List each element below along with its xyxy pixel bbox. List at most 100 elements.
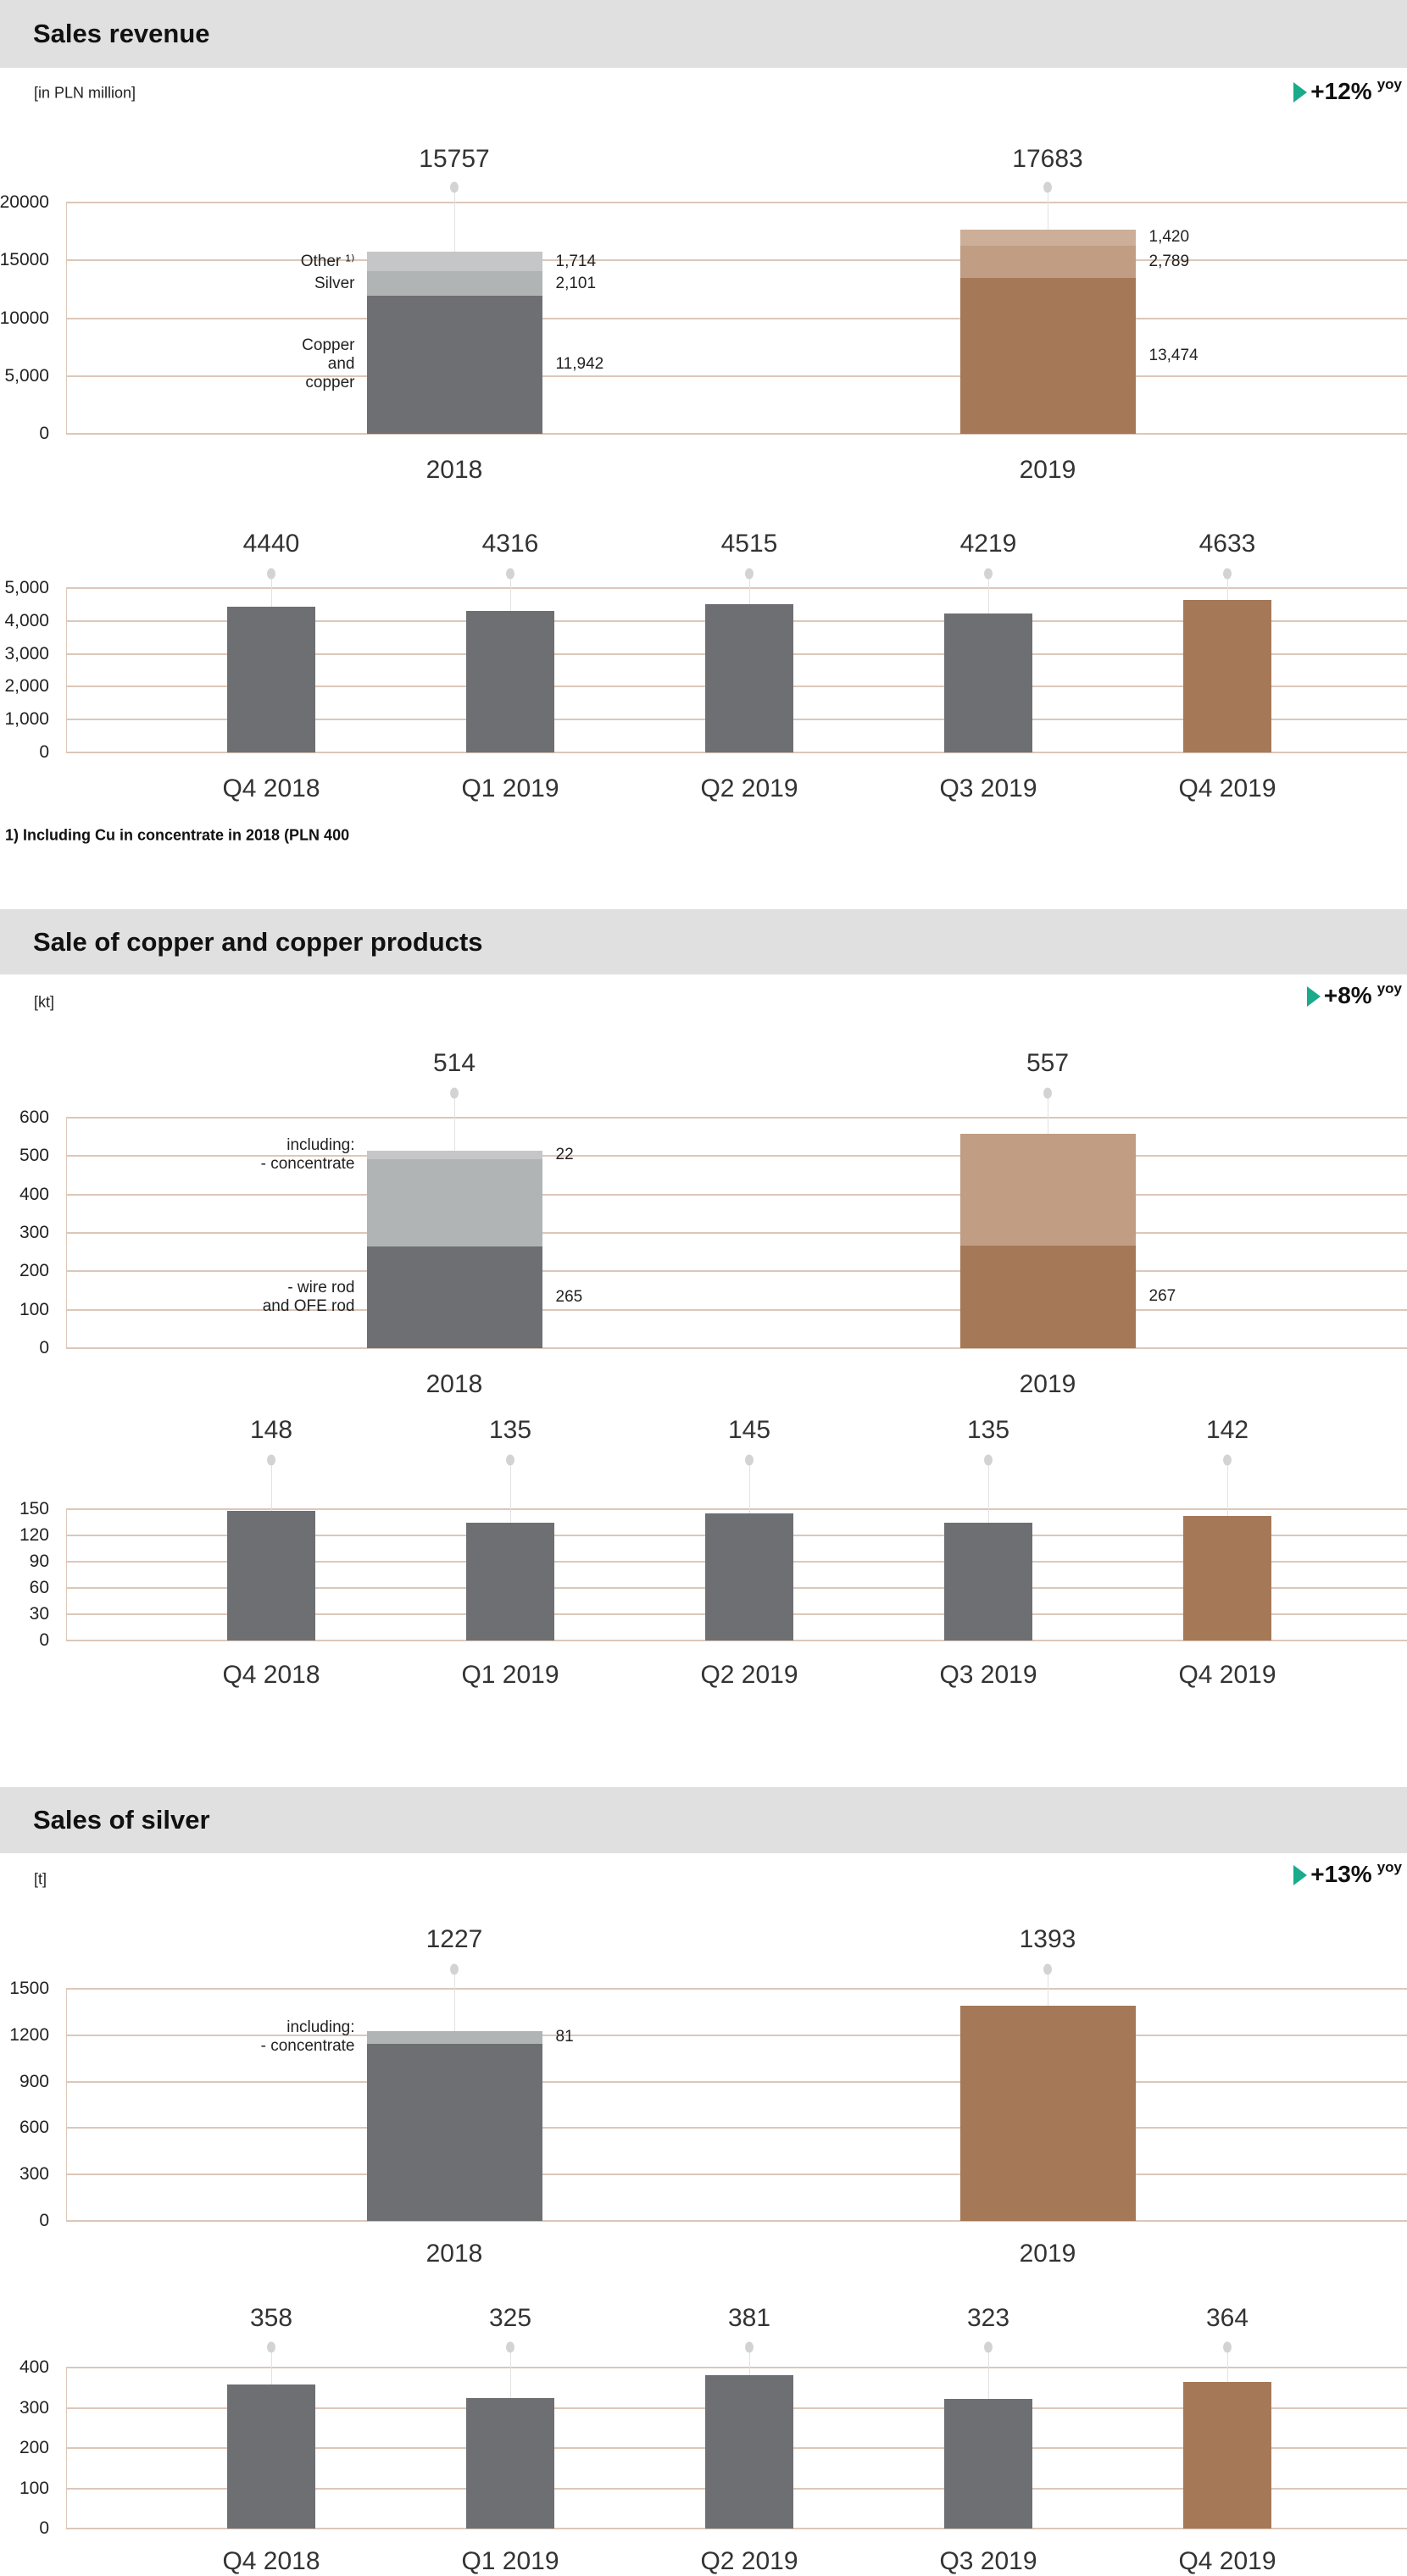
leader-line [1227,574,1228,601]
bar-segment [944,1522,1032,1641]
bar-total-label: 4219 [959,530,1017,558]
gridline [66,433,1407,435]
bar-segment [959,1245,1136,1348]
y-tick-label: 300 [19,1223,49,1242]
unit-label: [kt] [34,993,55,1011]
bar-segment [227,1511,315,1641]
x-category-label: Q4 2019 [1178,774,1276,802]
x-category-label: 2018 [425,1370,483,1398]
bar-segment [366,1158,542,1246]
bar-segment [1183,600,1271,752]
gridline [66,2220,1407,2222]
leader-line [749,1460,750,1514]
leader-line [749,574,750,604]
bar-segment [466,1522,554,1641]
bar-segment [366,1246,542,1348]
x-category-label: Q4 2018 [222,2547,320,2575]
x-category-label: Q4 2018 [222,1661,320,1689]
leader-line [1227,1460,1228,1517]
leader-dot [1223,568,1232,580]
bar-segment [959,246,1136,279]
yoy-suffix: yoy [1376,76,1402,92]
segment-value-label: 81 [555,2028,574,2046]
bar-segment [366,1150,542,1159]
bar-total-label: 557 [1026,1049,1070,1077]
x-category-label: Q4 2018 [222,774,320,802]
leader-line [988,574,989,614]
bar-total-label: 1227 [425,1925,483,1953]
leader-dot [450,1963,459,1975]
leader-line [988,1460,989,1523]
section-title: Sales of silver [33,1805,210,1835]
bar-total-label: 514 [432,1049,476,1077]
bar-segment [959,1134,1136,1246]
unit-label: [in PLN million] [34,84,136,102]
bar-total-label: 148 [249,1416,293,1444]
y-tick-label: 200 [19,2438,49,2457]
section-header: Sales revenue [0,0,1407,68]
yoy-badge: +13%yoy [1293,1859,1402,1888]
segment-value-label: 22 [555,1145,574,1163]
y-tick-label: 200 [19,1261,49,1281]
x-category-label: 2018 [425,2240,483,2268]
y-tick-label: 300 [19,2397,49,2418]
bar-segment [1183,2382,1271,2529]
bar-segment [366,271,542,296]
leader-dot [745,2341,754,2353]
y-tick-label: 30 [29,1604,49,1624]
bar-segment [1183,1516,1271,1641]
x-category-label: Q1 2019 [461,774,559,802]
segment-name-label: including: - concentrate [260,2018,355,2056]
bar-segment [705,603,793,752]
gridline [66,1155,1407,1158]
y-tick-label: 500 [19,1146,49,1166]
leader-dot [267,1454,275,1466]
x-category-label: Q4 2019 [1178,2547,1276,2575]
gridline [66,1508,1407,1510]
gridline [66,1117,1407,1119]
y-tick-label: 100 [19,1299,49,1319]
segment-value-label: 13,474 [1148,347,1198,365]
bar-total-label: 364 [1205,2304,1249,2332]
leader-line [454,1093,455,1151]
section-header: Sales of silver [0,1787,1407,1853]
leader-dot [450,181,459,193]
y-tick-label: 600 [19,2118,49,2138]
y-tick-label: 1500 [9,1979,49,1998]
segment-value-label: 265 [555,1287,583,1306]
bar-total-label: 1393 [1019,1925,1076,1953]
y-tick-label: 20000 [0,192,49,212]
y-tick-label: 5,000 [4,578,49,597]
footnote: 1) Including Cu in concentrate in 2018 (… [5,826,350,844]
bar-total-label: 325 [488,2304,532,2332]
leader-line [271,1460,272,1512]
leader-line [510,1460,511,1523]
y-axis-line [66,588,67,752]
y-tick-label: 60 [29,1578,49,1597]
y-tick-label: 0 [39,1338,49,1357]
bar-total-label: 145 [727,1416,771,1444]
y-axis-line [66,1509,67,1641]
yoy-suffix: yoy [1376,980,1402,997]
segment-value-label: 11,942 [555,355,604,374]
leader-line [271,574,272,607]
bar-segment [366,251,542,272]
y-tick-label: 10000 [0,308,49,328]
y-tick-label: 0 [39,742,49,762]
yoy-suffix: yoy [1376,1859,1402,1875]
gridline [66,375,1407,377]
gridline [66,2528,1407,2529]
segment-value-label: 1,714 [555,252,597,270]
x-category-label: 2019 [1019,1370,1076,1398]
y-tick-label: 1200 [9,2024,49,2045]
y-tick-label: 5,000 [4,365,49,386]
gridline [66,2080,1407,2083]
bar-segment [705,2375,793,2529]
leader-dot [745,1454,754,1466]
segment-name-label: Other ¹⁾ [300,252,355,270]
unit-label: [t] [34,1870,47,1888]
triangle-up-icon [1306,986,1321,1007]
leader-line [510,574,511,611]
gridline [66,259,1407,262]
leader-dot [450,1087,459,1099]
